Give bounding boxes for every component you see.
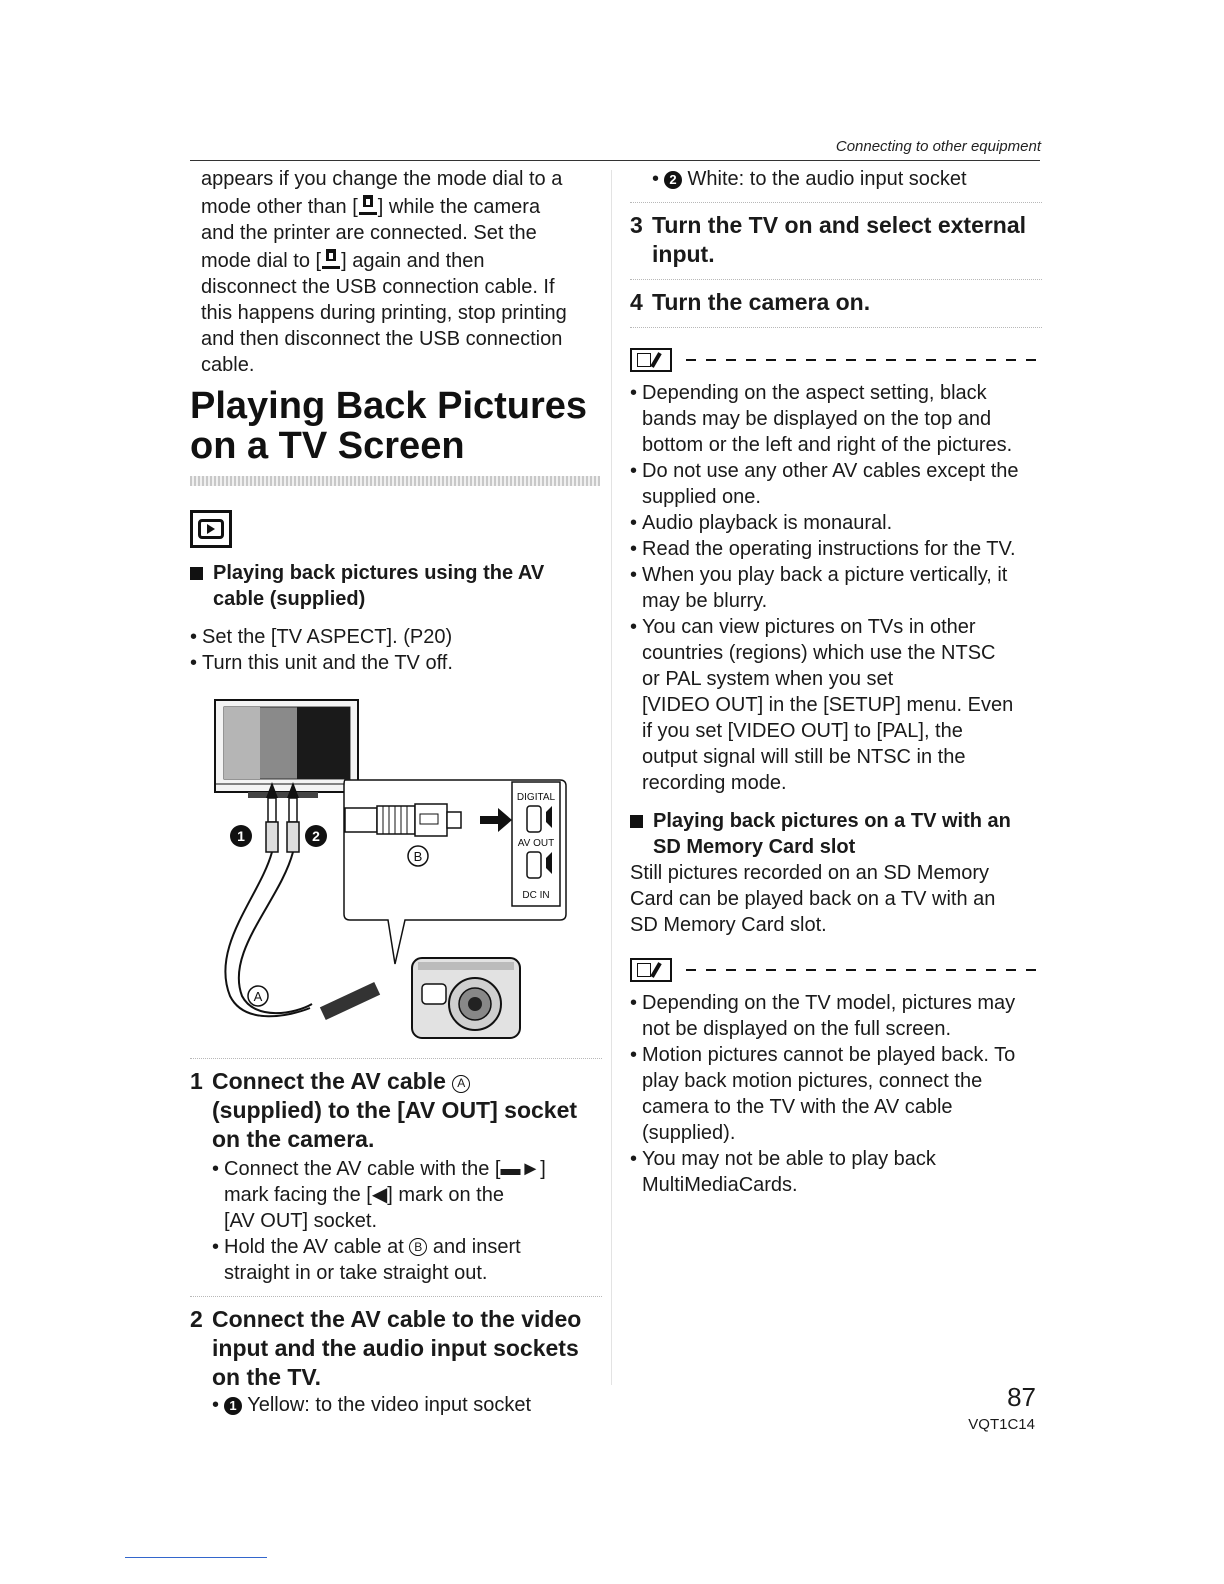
rca-plugs [265, 782, 300, 853]
marker-a-label: A [254, 989, 263, 1004]
note-item: Motion pictures cannot be played back. T… [630, 1042, 1042, 1146]
note-item: Do not use any other AV cables except th… [630, 458, 1042, 510]
intro-line: and the printer are connected. Set the [201, 222, 537, 244]
arrow-mark-icon: ▬► [500, 1158, 541, 1180]
model-code: VQT1C14 [968, 1416, 1035, 1433]
note-item: When you play back a picture vertically,… [630, 562, 1042, 614]
note-item: Depending on the TV model, pictures may … [630, 990, 1042, 1042]
marker-b-inline: B [409, 1238, 428, 1256]
cable-plug [319, 981, 381, 1021]
step-divider [630, 202, 1042, 203]
step-divider [630, 327, 1042, 328]
section-title: Playing Back Pictures on a TV Screen [190, 385, 588, 467]
note-icon [630, 958, 672, 982]
notes-list-1: Depending on the aspect setting, black b… [630, 380, 1042, 796]
note-item: Audio playback is monaural. [630, 510, 1042, 536]
note-item: Depending on the aspect setting, black b… [630, 380, 1042, 458]
prep-item: Set the [TV ASPECT]. (P20) [190, 624, 602, 650]
column-divider [611, 170, 612, 1385]
marker-2 [305, 825, 327, 847]
step-2-bullet-continued: 2 White: to the audio input socket [652, 166, 1042, 192]
insert-arrow-icon [480, 808, 512, 832]
header-rule [190, 160, 1040, 161]
note-icon [630, 348, 672, 372]
step-1-bullet: Connect the AV cable with the [▬►] [212, 1156, 602, 1182]
notes-header [630, 958, 1042, 982]
label-av-out: AV OUT [518, 838, 554, 849]
marker-1-inline: 1 [224, 1397, 242, 1415]
subheading-sd-card: Playing back pictures on a TV with an SD… [630, 808, 1042, 860]
camera-illustration [411, 957, 521, 1039]
step-4-heading: 4 Turn the camera on. [630, 289, 871, 315]
print-mode-icon [322, 248, 341, 269]
step-2-heading: 2 Connect the AV cable to the video inpu… [190, 1306, 582, 1390]
intro-line: cable. [201, 354, 255, 376]
title-underline-bar [190, 476, 600, 486]
intro-line: and then disconnect the USB connection [201, 328, 563, 350]
marker-1 [230, 825, 252, 847]
intro-line: appears if you change the mode dial to a [201, 168, 563, 190]
intro-line: disconnect the USB connection cable. If [201, 276, 555, 298]
step-divider [190, 1058, 602, 1059]
running-header: Connecting to other equipment [835, 138, 1041, 155]
note-dash-line [686, 969, 1042, 971]
step-divider [190, 1296, 602, 1297]
note-dash-line [686, 359, 1042, 361]
av-plug-closeup [344, 803, 462, 837]
step-3-heading: 3 Turn the TV on and select external inp… [630, 212, 1027, 267]
intro-line: mode other than [] while the camera [201, 194, 541, 218]
av-cable-line [224, 851, 311, 1018]
marker-2-inline: 2 [664, 171, 682, 189]
label-dc-in: DC IN [522, 890, 549, 901]
marker-b [407, 845, 429, 867]
step-2-bullet: 1 Yellow: to the video input socket [212, 1392, 602, 1418]
prep-item: Turn this unit and the TV off. [190, 650, 602, 676]
notes-list-2: Depending on the TV model, pictures may … [630, 990, 1042, 1198]
left-column: appears if you change the mode dial to a… [190, 166, 602, 1418]
step-2-notes: 1 Yellow: to the video input socket [212, 1392, 602, 1418]
marker-a-inline: A [452, 1074, 471, 1093]
intro-paragraph: appears if you change the mode dial to a… [201, 166, 602, 378]
intro-line: this happens during printing, stop print… [201, 302, 567, 324]
step-divider [630, 279, 1042, 280]
note-item: You can view pictures on TVs in other co… [630, 614, 1042, 796]
sd-paragraph: Still pictures recorded on an SD Memory … [630, 862, 996, 936]
playback-mode-icon [190, 510, 232, 548]
step-1-bullet: Hold the AV cable at B and insert [212, 1234, 602, 1260]
square-bullet-icon [190, 567, 203, 580]
square-bullet-icon [630, 815, 643, 828]
note-item: You may not be able to play back MultiMe… [630, 1146, 1042, 1198]
marker-2-label: 2 [312, 828, 320, 844]
note-item: Read the operating instructions for the … [630, 536, 1042, 562]
marker-a [247, 985, 269, 1007]
right-column: 2 White: to the audio input socket 3 Tur… [630, 166, 1042, 1198]
prep-list: Set the [TV ASPECT]. (P20) Turn this uni… [190, 624, 602, 676]
marker-b-label: B [414, 849, 423, 864]
notes-header [630, 348, 1042, 372]
connection-diagram-svg: 1 2 B [214, 699, 567, 1039]
step-1-heading: 1 Connect the AV cable A (supplied) to t… [190, 1068, 578, 1152]
footer-link-rule [125, 1557, 267, 1558]
print-mode-icon [358, 194, 377, 215]
label-digital: DIGITAL [517, 792, 556, 803]
page-number: 87 [1007, 1382, 1036, 1412]
subheading-av-cable: Playing back pictures using the AV cable… [190, 560, 602, 612]
marker-1-label: 1 [237, 828, 245, 844]
connection-diagram: 1 2 B [190, 696, 602, 1048]
step-1-notes: Connect the AV cable with the [▬►] mark … [212, 1156, 602, 1286]
tv-illustration [214, 699, 359, 798]
camera-socket-panel: DIGITAL AV OUT DC IN [511, 781, 561, 907]
intro-line: mode dial to [] again and then [201, 248, 485, 272]
